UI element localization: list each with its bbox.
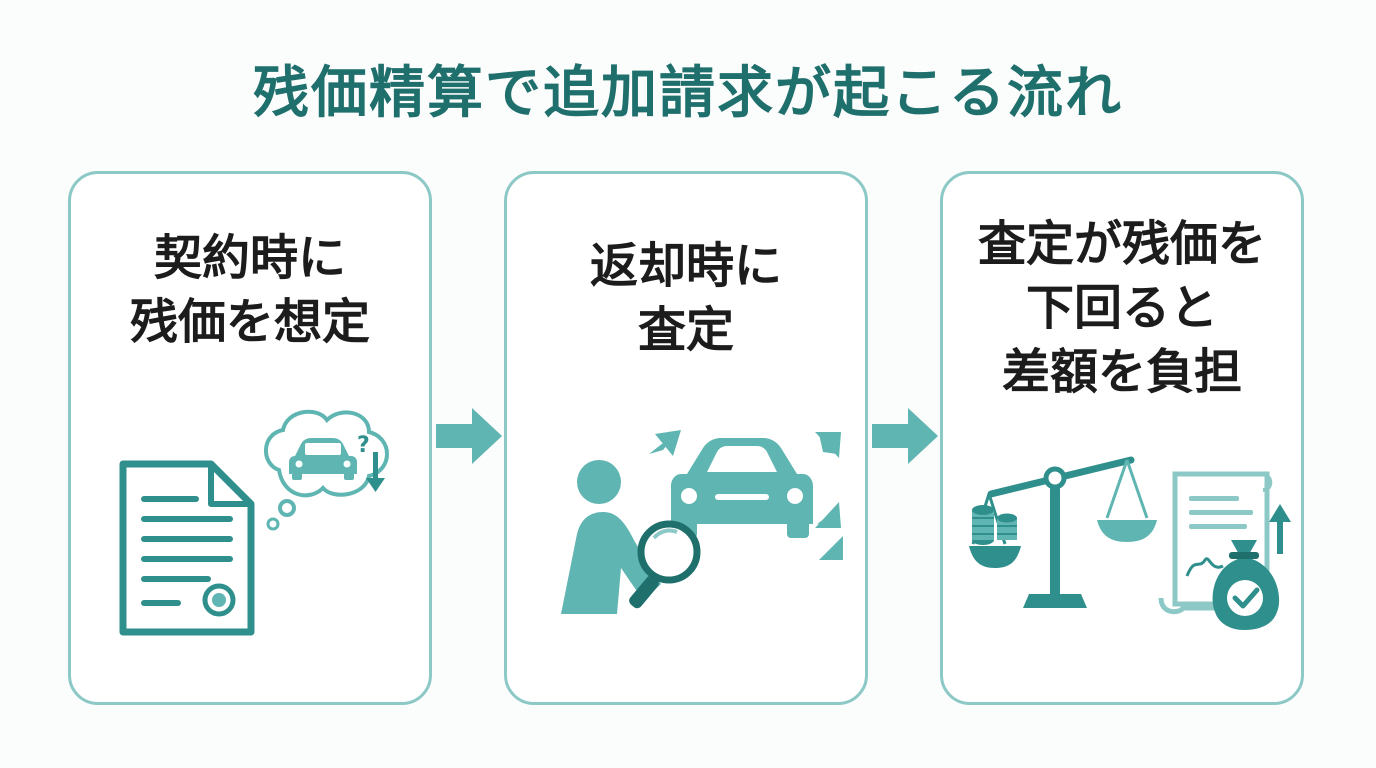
- inspector-person-icon: [561, 460, 661, 614]
- step-2-line-1: 返却時に: [589, 238, 782, 294]
- balance-scale-icon: [969, 456, 1157, 608]
- flow-arrow-2: [872, 408, 938, 464]
- step-1-line-1: 契約時に: [153, 230, 346, 286]
- car-icon: [671, 438, 813, 538]
- step-3-line-1: 査定が残価を: [977, 216, 1266, 272]
- question-mark-icon: ?: [357, 433, 370, 458]
- settlement-illustration: [969, 456, 1291, 630]
- flow-arrow-1: [436, 408, 502, 464]
- page-title: 残価精算で追加請求が起こる流れ: [253, 61, 1123, 126]
- step-3-line-2: 下回ると: [1025, 280, 1218, 336]
- car-icon: [289, 438, 357, 480]
- step-3-line-3: 差額を負担: [1001, 344, 1242, 400]
- down-arrow-icon: [366, 452, 385, 492]
- step-1-line-2: 残価を想定: [129, 294, 370, 350]
- step-card-2: 返却時に 査定: [504, 171, 868, 705]
- step-3-text: 査定が残価を 下回ると 差額を負担: [943, 212, 1301, 404]
- inspection-illustration: [561, 430, 843, 614]
- money-bag-check-icon: [1212, 540, 1280, 630]
- step-card-1: 契約時に 残価を想定 ?: [68, 171, 432, 705]
- magnifying-glass-icon: [629, 520, 701, 609]
- expand-arrows-icon: [649, 430, 843, 560]
- step-card-3: 査定が残価を 下回ると 差額を負担: [940, 171, 1304, 705]
- up-arrow-icon: [1269, 504, 1291, 554]
- step-2-line-2: 査定: [637, 302, 734, 358]
- step-1-text: 契約時に 残価を想定: [71, 226, 429, 354]
- contract-document-icon: [119, 460, 255, 636]
- contract-thought-illustration: ?: [119, 409, 389, 636]
- coin-stack-icon: [972, 505, 1017, 545]
- step-2-text: 返却時に 査定: [507, 234, 865, 362]
